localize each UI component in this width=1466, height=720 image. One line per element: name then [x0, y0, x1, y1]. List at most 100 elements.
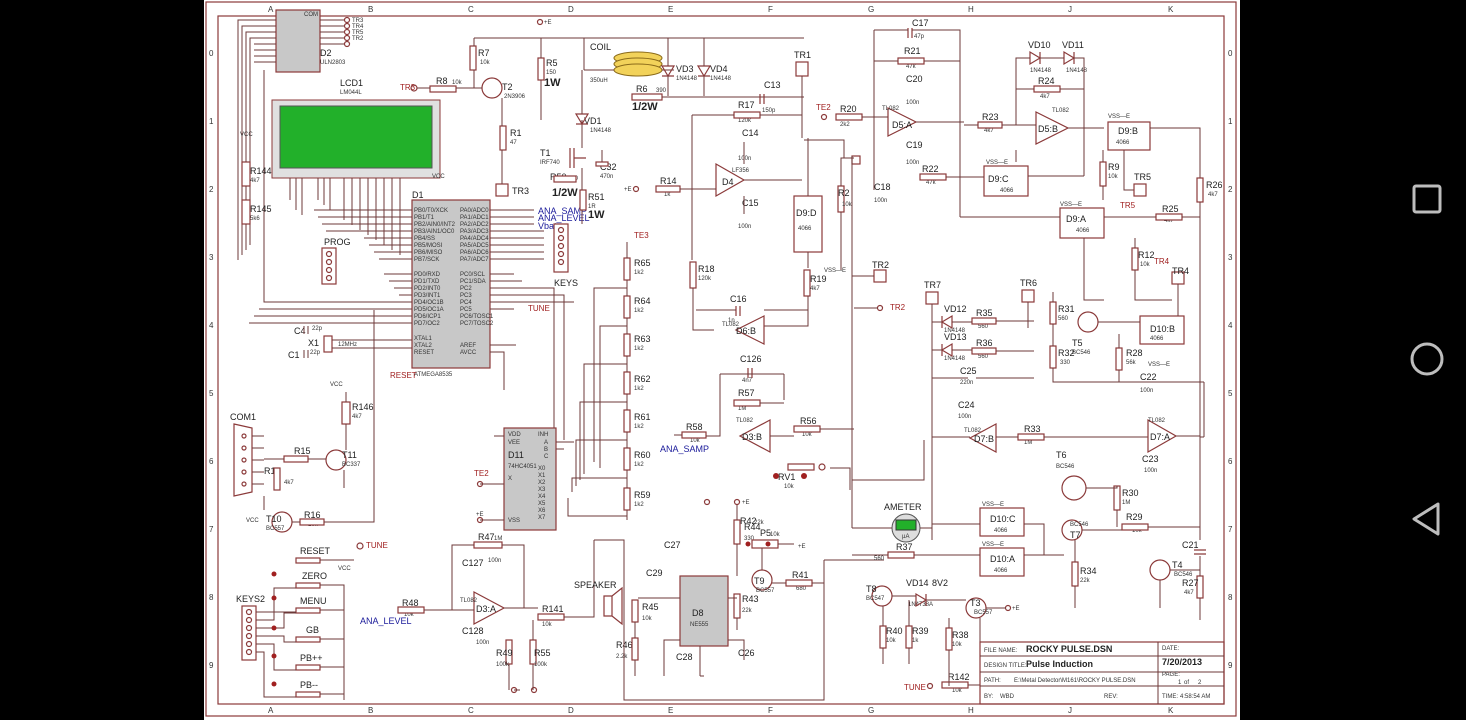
grid-col-f: F [768, 5, 773, 14]
schematic-label: D10:B [1150, 324, 1175, 334]
schematic-label: 1R [588, 204, 596, 210]
schematic-label: ANA_LEVEL [538, 213, 590, 223]
schematic-label: PD6/ICP1 [414, 314, 441, 320]
schematic-label: BC547 [866, 596, 885, 602]
schematic-label: R55 [534, 648, 551, 658]
schematic-label: VD10 [1028, 40, 1051, 50]
schematic-label: R141 [542, 604, 564, 614]
schematic-label: R145 [250, 204, 272, 214]
schematic-label: 1N4738A [908, 602, 933, 608]
grid-row-1-right: 1 [1228, 117, 1233, 126]
schematic-label: PA7/ADC7 [460, 257, 489, 263]
schematic-label: 390 [656, 88, 667, 94]
lcd-screen [279, 105, 433, 169]
t8-t3-output-stage: T8 BC547 VD14 8V2 1N4738A T3 BC557 R40 1… [866, 578, 1020, 694]
schematic-label: PB6/MISO [414, 250, 443, 256]
schematic-label: 150p [762, 108, 776, 114]
schematic-label: R31 [1058, 304, 1075, 314]
schematic-label: BC546 [1056, 464, 1075, 470]
title-block: FILE NAME: ROCKY PULSE.DSN DESIGN TITLE:… [979, 641, 1225, 705]
back-button[interactable] [1392, 484, 1462, 554]
analog-switches-d10c-d10a: D10:C 4066 VSS—E D10:A 4066 VSS—E [932, 502, 1064, 577]
d5b-amplifier: R23 4k7 D5:B TL082 VD10 VD11 1N4148 1N41… [964, 40, 1104, 162]
schematic-label: PD0/RXD [414, 272, 441, 278]
schematic-label: COM [304, 12, 318, 18]
schematic-label: 4k7 [1184, 590, 1194, 596]
schematic-label: C29 [646, 568, 663, 578]
keys2-buttons: KEYS2 RESET ZERO MENU GB PB++ PB-- [236, 541, 388, 700]
schematic-label: R51 [588, 192, 605, 202]
schematic-label: TR2 [890, 303, 906, 312]
schematic-label: 1k2 [634, 346, 644, 352]
schematic-label: 10k [1132, 528, 1143, 534]
schematic-label: 1/2W [632, 101, 658, 113]
schematic-label: R36 [976, 338, 993, 348]
recents-button[interactable] [1392, 164, 1462, 234]
schematic-label: of [1184, 680, 1189, 686]
schematic-label: 1M [738, 406, 746, 412]
schematic-label: R58 [686, 422, 703, 432]
keys-connector: KEYS [553, 223, 578, 288]
schematic-label: X6 [538, 508, 546, 514]
schematic-label: 2N3906 [504, 94, 526, 100]
ammeter: AMETER µA R37 560 [851, 276, 932, 562]
schematic-label: C28 [676, 652, 693, 662]
schematic-label: R21 [904, 46, 921, 56]
schematic-label: 1W [544, 77, 561, 89]
schematic-label: Vbat [538, 221, 557, 231]
schematic-label: R60 [634, 450, 651, 460]
coil-assembly: COIL 350uH VD1 1N4148 [574, 38, 674, 134]
schematic-label: 2 [1198, 680, 1202, 686]
schematic-label: PB2/AIN0/INT2 [414, 222, 456, 228]
atmega8535-mcu: D1 ATMEGA8535 PB0/T0/XCK PB1/T1 PB2/AIN0… [249, 70, 590, 440]
schematic-label: TR2 [872, 260, 889, 270]
schematic-label: TR5 [1120, 201, 1136, 210]
schematic-label: C14 [742, 128, 759, 138]
schematic-label: ZERO [302, 571, 327, 581]
integrator-d6b: C16 1n D6:B TL082 [696, 294, 808, 345]
schematic-label: D10:C [990, 514, 1016, 524]
schematic-label: 4k7 [250, 178, 260, 184]
schematic-label: 74HC4051 [508, 464, 537, 470]
grid-col-c: C [468, 5, 474, 14]
schematic-label: D3:A [476, 604, 496, 614]
grid-rows-right: 0 1 2 3 4 5 6 7 8 9 [1228, 49, 1233, 670]
schematic-label: PC5 [460, 307, 472, 313]
schematic-label: X7 [538, 515, 546, 521]
schematic-label: RESET [300, 546, 331, 556]
grid-col-b-bottom: B [368, 706, 373, 715]
schematic-label: R45 [642, 602, 659, 612]
schematic-label: T7 [1070, 530, 1081, 540]
schematic-label: ANA_SAMP [660, 444, 709, 454]
schematic-label: 350uH [590, 78, 608, 84]
schematic-label: PC1/SDA [460, 279, 486, 285]
schematic-label: T8 [866, 584, 877, 594]
schematic-label: VCC [432, 174, 445, 180]
schematic-label: WBD [1000, 694, 1015, 700]
t4-output-transistor: T4 BC546 C21 R27 4k7 [1149, 540, 1206, 620]
title-date: 7/20/2013 [1162, 657, 1202, 667]
schematic-label: 47 [510, 140, 517, 146]
t2-driver: TR3 R8 10k T2 2N3906 R7 10k R1 47 TR3 [400, 37, 804, 197]
schematic-label: PA1/ADC1 [460, 215, 489, 221]
schematic-label: C18 [874, 182, 891, 192]
grid-row-3-right: 3 [1228, 253, 1233, 262]
grid-col-f-bottom: F [768, 706, 773, 715]
schematic-label: A [544, 440, 548, 446]
schematic-label: C24 [958, 400, 975, 410]
schematic-label: TR3 [400, 83, 416, 92]
schematic-label: 10k [690, 438, 701, 444]
schematic-label: R25 [1162, 204, 1179, 214]
schematic-label: 1M [1024, 440, 1032, 446]
schematic-label: ATMEGA8535 [414, 372, 453, 378]
schematic-label: 10k [886, 638, 897, 644]
schematic-label: 100n [488, 558, 501, 564]
schematic-label: PC7/TOSC2 [460, 321, 494, 327]
home-button[interactable] [1392, 324, 1462, 394]
schematic-label: R38 [952, 630, 969, 640]
schematic-label: X0 [538, 466, 546, 472]
grid-row-8-right: 8 [1228, 593, 1233, 602]
schematic-label: PB1/T1 [414, 215, 435, 221]
grid-col-d: D [568, 5, 574, 14]
schematic-label: COM1 [230, 412, 256, 422]
